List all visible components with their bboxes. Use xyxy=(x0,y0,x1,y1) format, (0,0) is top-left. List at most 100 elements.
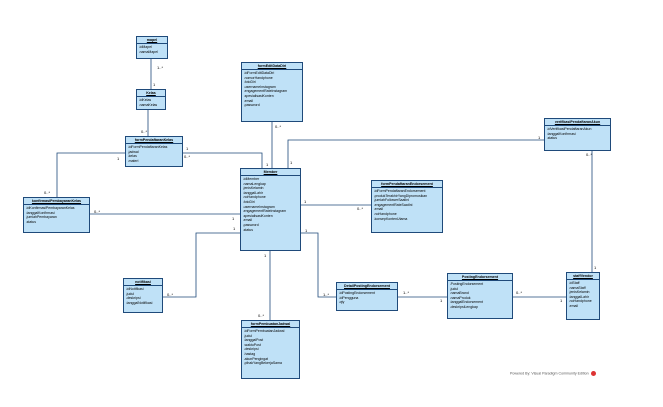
attribute: -jenisKelamin xyxy=(242,186,264,191)
attribute: -deskripsi xyxy=(243,347,259,352)
attribute: -noHandphone xyxy=(568,299,592,304)
attribute: -deskripsi xyxy=(125,296,141,301)
attribute: -status xyxy=(242,227,254,232)
attribute: -tanggalKonfirmasi xyxy=(546,131,576,136)
attribute: -noHandphone xyxy=(373,211,397,216)
class-title: Member xyxy=(241,169,300,176)
class-form-edit-data-diri[interactable]: formEditDataDiri -idFormEditDataDiri -no… xyxy=(241,62,303,122)
class-staff-vendor[interactable]: staffVendor -idStaff -namaStaff -jenisKe… xyxy=(566,272,600,320)
attribute: -idKelas xyxy=(138,98,152,102)
class-form-pendaftaran-endorsement[interactable]: formPendaftaranEndorsement -idFormPendaf… xyxy=(371,180,443,233)
attribute: -tanggalLahir xyxy=(242,190,263,195)
multiplicity-label: 0..* xyxy=(44,190,51,195)
multiplicity-label: 0..* xyxy=(586,152,593,157)
attribute: -idPostingEndorsement xyxy=(338,291,375,295)
attribute: -tanggalKonfirmasi xyxy=(25,210,55,215)
attribute: -spesialisasiKonten xyxy=(243,93,274,98)
multiplicity-label: 1..* xyxy=(403,290,410,295)
attribute: -idVerifikasiPendaftaranAkun xyxy=(546,127,592,131)
multiplicity-label: 1 xyxy=(264,253,267,258)
class-verifikasi-pendaftaran-akun[interactable]: verifikasiPendaftaranAkun -idVerifikasiP… xyxy=(544,118,611,151)
attribute: -jumlahFollowerSaatIni xyxy=(373,198,410,203)
class-title: staffVendor xyxy=(567,273,599,280)
visual-paradigm-logo-icon xyxy=(590,371,596,376)
class-title: PostingEndorsement xyxy=(448,274,512,281)
class-kelas[interactable]: Kelas -idKelas -namaKelas xyxy=(136,89,166,110)
class-notifikasi[interactable]: notifikasi -idNotifikasi -judul -deskrip… xyxy=(123,278,163,313)
attribute: -namaKelas xyxy=(138,102,158,107)
attribute: -jadwal xyxy=(127,149,139,154)
attribute: -email xyxy=(242,218,253,223)
attribute: -akunPengingat xyxy=(243,356,269,361)
class-title: formEditDataDiri xyxy=(242,63,302,70)
attribute: -namaBrand xyxy=(449,291,469,296)
class-konfirmasi-pembayaran-kelas[interactable]: konfirmasiPembayaranKelas -idKonfirmasiP… xyxy=(23,197,90,233)
assoc-member-verifikasi xyxy=(287,139,544,168)
attribute: -namaProduk xyxy=(449,295,471,300)
attribute: -idFormPendaftaranKelas xyxy=(127,145,168,149)
multiplicity-label: 0..* xyxy=(516,290,523,295)
assoc-formkelas-konfirmasi xyxy=(56,152,125,197)
multiplicity-label: 1 xyxy=(153,82,156,87)
attribute: -idFormPendaftaranEndorsement xyxy=(373,189,426,193)
attribute: -PostingEndorsement xyxy=(449,282,484,286)
multiplicity-label: 1 xyxy=(117,156,120,161)
multiplicity-label: 1 xyxy=(305,228,308,233)
attribute: -engagementRateInstagram xyxy=(242,209,287,214)
attribute: -idStaff xyxy=(568,281,580,285)
attribute: -password xyxy=(242,222,259,227)
class-title: DetailPostingEndorsement xyxy=(337,283,397,290)
class-form-pendaftaran-kelas[interactable]: formPendaftaranKelas -idFormPendaftaranK… xyxy=(125,136,183,167)
assoc-member-detail xyxy=(301,232,336,298)
class-title: formPendaftaranKelas xyxy=(126,137,182,144)
attribute: -idMember xyxy=(242,177,260,181)
class-member[interactable]: Member -idMember -namaLengkap -jenisKela… xyxy=(240,168,301,251)
attribute: -judul xyxy=(243,333,253,338)
attribute: -idMapel xyxy=(138,45,152,49)
attribute: -konsepKontenUtama xyxy=(373,216,408,221)
attribute: -usernameInstagram xyxy=(243,84,276,89)
footer-text: Powered By: Visual Paradigm Community Ed… xyxy=(510,371,589,376)
attribute: -hastag xyxy=(243,351,256,356)
attribute: -qty xyxy=(338,300,345,305)
attribute: -email xyxy=(243,98,254,103)
class-detail-posting-endorsement[interactable]: DetailPostingEndorsement -idPostingEndor… xyxy=(336,282,398,311)
class-posting-endorsement[interactable]: PostingEndorsement -PostingEndorsement -… xyxy=(447,273,513,319)
attribute: -deskripsiLengkap xyxy=(449,304,478,309)
multiplicity-label: 0..* xyxy=(141,129,148,134)
attribute: -status xyxy=(25,219,37,224)
assoc-formkelas-member xyxy=(183,152,263,168)
attribute: -jumlahPembayaran xyxy=(25,215,57,220)
multiplicity-label: 1..* xyxy=(323,292,330,297)
class-mapel[interactable]: mapel -idMapel -namaMapel xyxy=(136,36,168,59)
attribute: -kelas xyxy=(127,154,137,159)
attribute: -tanggalLahir xyxy=(568,294,589,299)
attribute: -idFormPembuatanJadwal xyxy=(243,329,285,333)
attribute: -namaLengkap xyxy=(242,181,266,186)
class-title: Kelas xyxy=(137,90,165,97)
class-form-pembuatan-jadwal[interactable]: formPembuatanJadwal -idFormPembuatanJadw… xyxy=(241,320,300,379)
multiplicity-label: 1 xyxy=(232,216,235,221)
multiplicity-label: 1 xyxy=(594,265,597,270)
multiplicity-label: 1 xyxy=(560,298,563,303)
attribute: -engagementRateInstagram xyxy=(243,89,288,94)
attribute: -fotoDiri xyxy=(242,199,255,204)
attribute: -namaStaff xyxy=(568,285,586,290)
multiplicity-label: 1 xyxy=(266,162,269,167)
multiplicity-label: 0..* xyxy=(167,292,174,297)
multiplicity-label: 1 xyxy=(233,226,236,231)
attribute: -spesialisasiKonten xyxy=(242,213,273,218)
multiplicity-label: 1 xyxy=(304,199,307,204)
attribute: -pihakYangBekerjaSama xyxy=(243,361,282,366)
attribute: -idFormEditDataDiri xyxy=(243,71,275,75)
attribute: -tanggalEndorsement xyxy=(449,300,483,305)
class-title: notifikasi xyxy=(124,279,162,286)
multiplicity-label: 0..* xyxy=(184,154,191,159)
multiplicity-label: 1..* xyxy=(157,65,164,70)
powered-by-footer: Powered By: Visual Paradigm Community Ed… xyxy=(510,371,596,376)
multiplicity-label: 1 xyxy=(186,146,189,151)
attribute: -waktuPost xyxy=(243,342,261,347)
attribute: -idPengguna xyxy=(338,295,359,300)
